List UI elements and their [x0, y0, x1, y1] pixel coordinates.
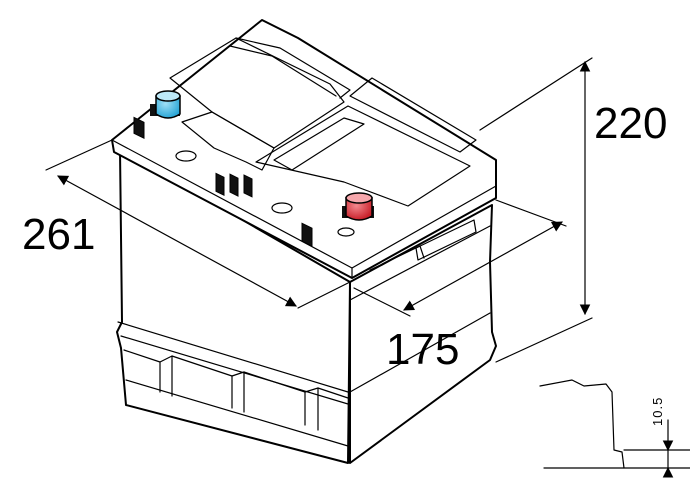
width-label: 175 — [386, 325, 459, 374]
height-label: 220 — [594, 99, 667, 148]
battery-drawing — [111, 19, 497, 464]
dimension-height: 220 — [479, 57, 667, 363]
positive-terminal — [342, 192, 374, 221]
dimension-length: 261 — [22, 139, 351, 309]
foot-detail: 10.5 — [539, 379, 690, 478]
foot-height-label: 10.5 — [650, 397, 665, 426]
battery-right-face — [349, 204, 497, 464]
length-label: 261 — [22, 210, 95, 259]
negative-terminal — [150, 90, 181, 119]
dimension-width: 175 — [353, 199, 567, 374]
